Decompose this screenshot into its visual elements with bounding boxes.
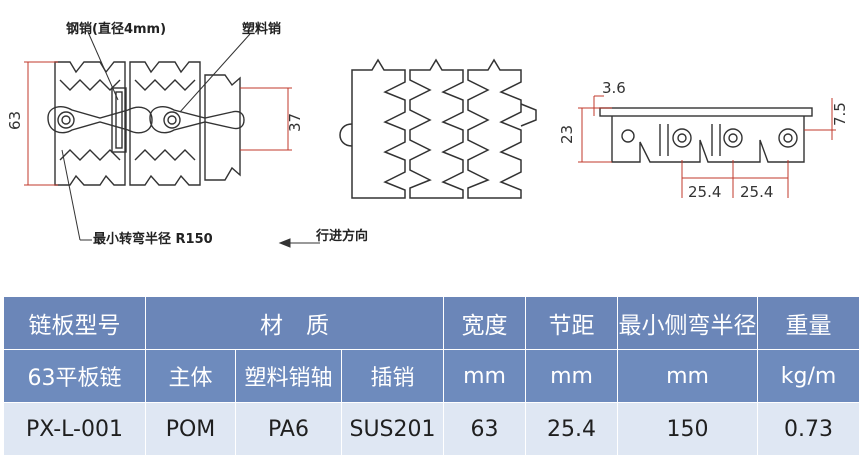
dim-3-6-label: 3.6 [602, 79, 626, 97]
table-header-row: 链板型号 材 质 宽度 节距 最小侧弯半径 重量 [3, 296, 861, 350]
unit-weight: kg/m [757, 349, 861, 403]
dim-pitch-2-label: 25.4 [740, 183, 773, 201]
header-width: 宽度 [443, 296, 527, 350]
leader-lines [61, 31, 320, 248]
dimension-lines-right [578, 95, 836, 198]
value-weight: 0.73 [757, 402, 861, 456]
value-plastic-pin: PA6 [235, 402, 342, 456]
steel-pin-label: 钢销(直径4mm) [66, 21, 166, 37]
dim-pitch-1-label: 25.4 [688, 183, 721, 201]
direction-label: 行进方向 [315, 228, 368, 244]
header-radius: 最小侧弯半径 [617, 296, 759, 350]
value-pitch: 25.4 [525, 402, 619, 456]
min-radius-label: 最小转弯半径 R150 [93, 231, 213, 247]
unit-pitch: mm [525, 349, 619, 403]
value-body: POM [145, 402, 236, 456]
value-radius: 150 [617, 402, 759, 456]
table-unit-row: 63平板链 主体 塑料销轴 插销 mm mm mm kg/m [3, 349, 861, 403]
value-insert-pin: SUS201 [340, 402, 445, 456]
unit-width: mm [443, 349, 527, 403]
unit-radius: mm [617, 349, 759, 403]
dim-23-label: 23 [558, 125, 576, 144]
dim-37-label: 37 [286, 113, 304, 132]
header-pitch: 节距 [525, 296, 619, 350]
unit-insert-pin: 插销 [340, 349, 445, 403]
chain-top-view [47, 61, 245, 186]
unit-plastic-pin: 塑料销轴 [235, 349, 342, 403]
dim-63-label: 63 [6, 111, 24, 130]
dimension-lines-left [24, 61, 292, 186]
value-model: PX-L-001 [3, 402, 146, 456]
dim-7-5-label: 7.5 [831, 102, 849, 126]
plastic-pin-label: 塑料销 [242, 21, 281, 37]
unit-name: 63平板链 [3, 349, 146, 403]
table-value-row: PX-L-001 POM PA6 SUS201 63 25.4 150 0.73 [3, 402, 861, 456]
header-weight: 重量 [757, 296, 861, 350]
chain-side-outline [339, 58, 537, 199]
value-width: 63 [443, 402, 527, 456]
chain-side-profile [599, 107, 813, 163]
unit-body: 主体 [145, 349, 236, 403]
spec-table: 链板型号 材 质 宽度 节距 最小侧弯半径 重量 63平板链 主体 塑料销轴 插… [3, 296, 861, 456]
technical-drawing: 钢销(直径4mm) 塑料销 最小转弯半径 R150 行进方向 63 37 [6, 21, 849, 248]
header-material: 材 质 [144, 296, 445, 350]
header-model: 链板型号 [3, 296, 146, 350]
